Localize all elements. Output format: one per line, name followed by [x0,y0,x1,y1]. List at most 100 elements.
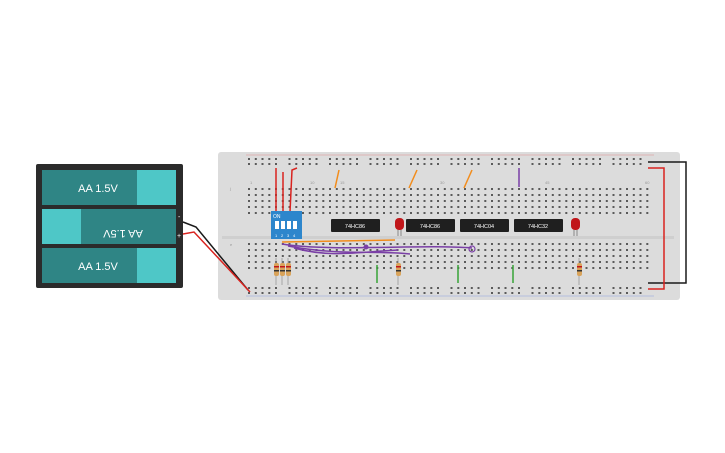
breadboard-hole[interactable] [626,206,628,208]
breadboard-hole[interactable] [383,188,385,190]
breadboard-hole[interactable] [531,194,534,196]
breadboard-hole[interactable] [592,194,595,196]
breadboard-hole[interactable] [389,200,392,202]
breadboard-hole[interactable] [450,255,453,257]
breadboard-hole[interactable] [389,255,392,257]
breadboard-hole[interactable] [356,267,358,269]
breadboard-hole[interactable] [599,292,601,294]
breadboard-hole[interactable] [551,200,554,202]
breadboard-hole[interactable] [410,158,412,160]
breadboard-hole[interactable] [275,287,277,289]
breadboard-hole[interactable] [464,200,466,202]
breadboard-hole[interactable] [281,249,284,251]
breadboard-hole[interactable] [612,212,615,214]
breadboard-hole[interactable] [356,158,358,160]
breadboard-hole[interactable] [254,261,257,263]
breadboard-hole[interactable] [572,261,574,263]
breadboard-hole[interactable] [457,206,460,208]
breadboard-hole[interactable] [578,200,581,202]
breadboard-hole[interactable] [396,261,399,263]
breadboard-hole[interactable] [572,287,574,289]
breadboard-hole[interactable] [329,243,331,245]
orange-wire[interactable] [463,169,473,189]
breadboard-hole[interactable] [484,200,487,202]
breadboard-hole[interactable] [531,249,534,251]
breadboard-hole[interactable] [585,158,588,160]
breadboard-hole[interactable] [477,188,480,190]
breadboard-hole[interactable] [356,255,358,257]
breadboard-hole[interactable] [261,188,264,190]
breadboard-hole[interactable] [626,163,628,165]
breadboard-hole[interactable] [531,206,534,208]
breadboard-hole[interactable] [308,292,311,294]
breadboard-hole[interactable] [619,292,622,294]
breadboard-hole[interactable] [329,163,331,165]
breadboard-hole[interactable] [288,163,291,165]
breadboard-hole[interactable] [491,261,493,263]
breadboard-hole[interactable] [518,158,520,160]
breadboard-hole[interactable] [410,188,412,190]
breadboard-hole[interactable] [545,267,547,269]
breadboard-hole[interactable] [322,255,325,257]
breadboard-hole[interactable] [551,194,554,196]
breadboard-hole[interactable] [626,249,628,251]
breadboard-hole[interactable] [518,255,520,257]
breadboard-hole[interactable] [518,188,520,190]
breadboard-hole[interactable] [632,158,635,160]
breadboard-hole[interactable] [558,267,561,269]
breadboard-hole[interactable] [254,194,257,196]
breadboard-hole[interactable] [565,255,568,257]
breadboard-hole[interactable] [369,200,372,202]
breadboard-hole[interactable] [443,188,446,190]
breadboard-hole[interactable] [308,206,311,208]
breadboard-hole[interactable] [551,249,554,251]
breadboard-hole[interactable] [632,194,635,196]
breadboard-hole[interactable] [443,243,446,245]
breadboard-hole[interactable] [511,287,514,289]
breadboard-hole[interactable] [450,292,453,294]
breadboard-hole[interactable] [450,243,453,245]
resistor[interactable] [286,258,291,285]
resistor[interactable] [577,258,582,285]
breadboard-hole[interactable] [248,261,250,263]
breadboard-hole[interactable] [268,188,271,190]
breadboard-hole[interactable] [511,292,514,294]
breadboard-hole[interactable] [322,261,325,263]
breadboard-hole[interactable] [619,287,622,289]
breadboard-hole[interactable] [464,163,466,165]
breadboard-hole[interactable] [504,200,507,202]
breadboard-hole[interactable] [484,212,487,214]
breadboard-hole[interactable] [518,243,520,245]
breadboard-hole[interactable] [369,206,372,208]
breadboard-hole[interactable] [626,194,628,196]
breadboard-hole[interactable] [437,200,439,202]
breadboard-hole[interactable] [450,188,453,190]
breadboard-hole[interactable] [504,206,507,208]
breadboard-hole[interactable] [470,249,473,251]
breadboard-hole[interactable] [511,194,514,196]
breadboard-hole[interactable] [592,267,595,269]
breadboard-hole[interactable] [639,188,642,190]
breadboard-hole[interactable] [349,267,352,269]
breadboard-hole[interactable] [356,212,358,214]
breadboard-hole[interactable] [254,163,257,165]
breadboard-hole[interactable] [342,292,345,294]
breadboard-hole[interactable] [315,200,318,202]
breadboard-hole[interactable] [248,292,250,294]
breadboard-hole[interactable] [592,188,595,190]
breadboard-hole[interactable] [592,212,595,214]
breadboard-hole[interactable] [605,243,608,245]
breadboard-hole[interactable] [599,200,601,202]
breadboard-hole[interactable] [410,200,412,202]
resistor-group[interactable] [274,258,582,285]
breadboard-hole[interactable] [632,292,635,294]
breadboard-hole[interactable] [457,163,460,165]
breadboard-hole[interactable] [639,292,642,294]
breadboard-hole[interactable] [356,163,358,165]
breadboard-hole[interactable] [295,255,298,257]
breadboard-hole[interactable] [315,255,318,257]
breadboard-hole[interactable] [416,158,419,160]
breadboard-hole[interactable] [585,267,588,269]
breadboard-hole[interactable] [572,249,574,251]
breadboard-hole[interactable] [430,194,433,196]
